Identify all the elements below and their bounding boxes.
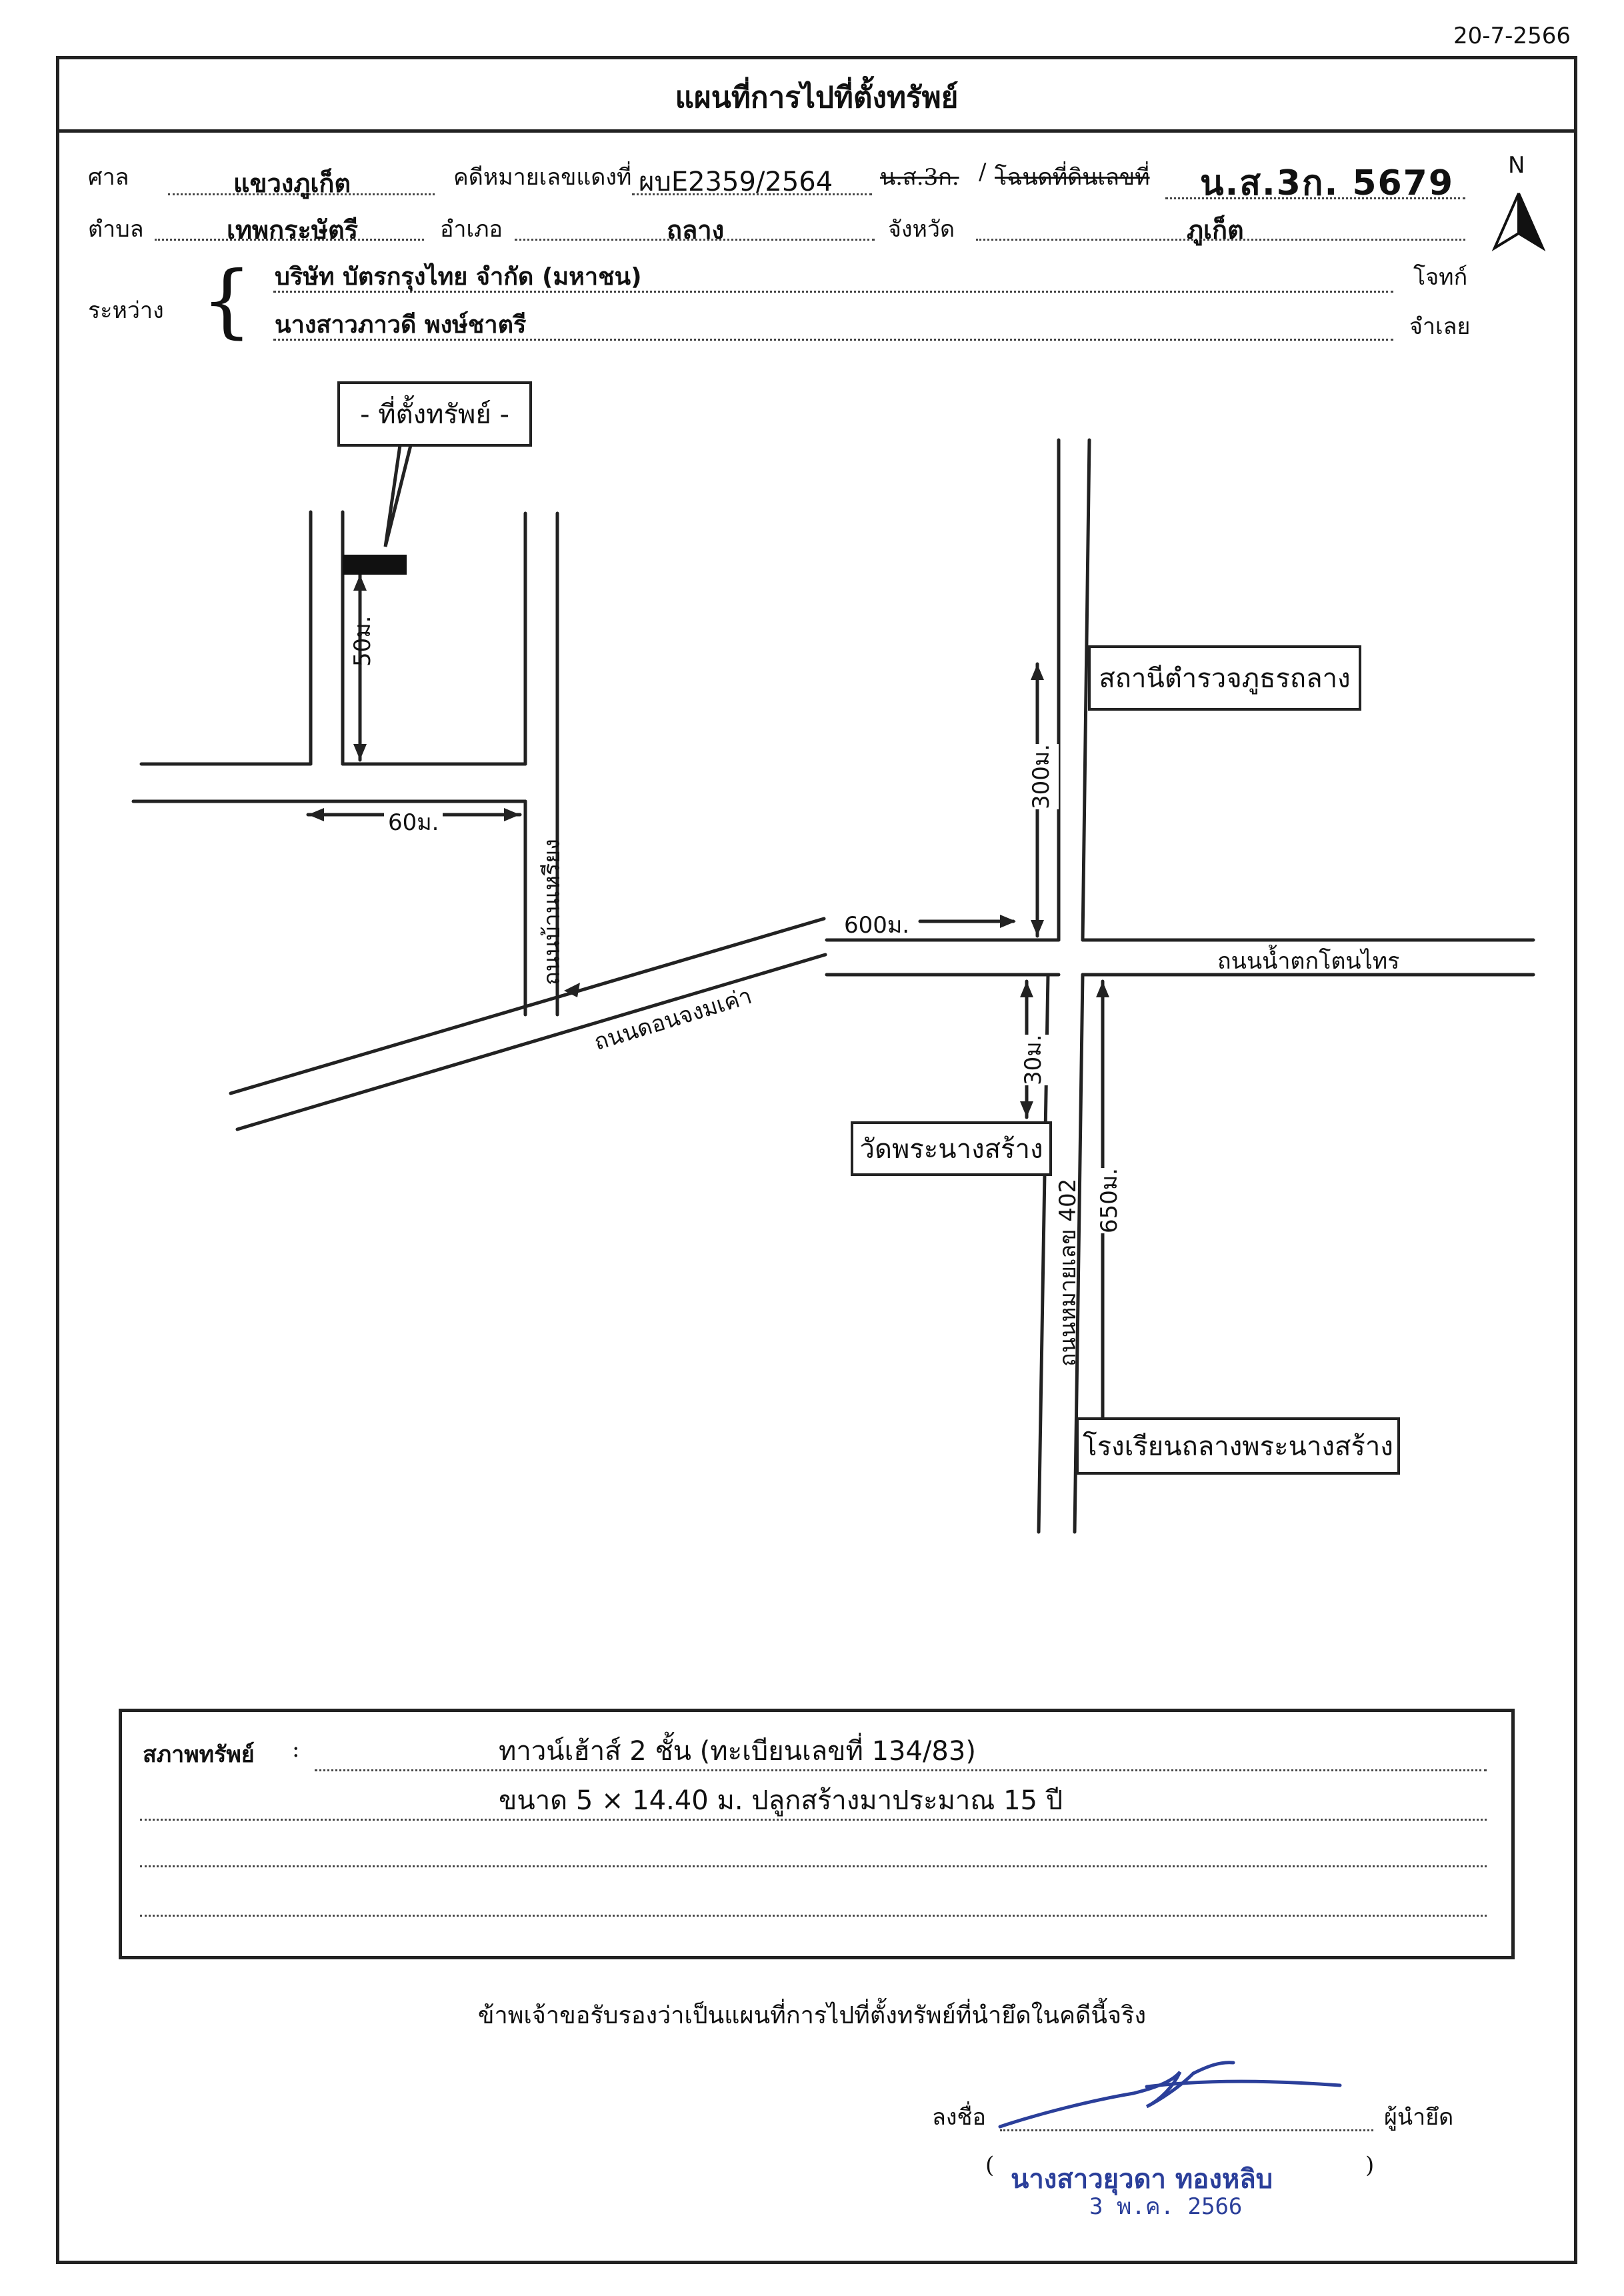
subdistrict-value: เทพกระษัตรี	[227, 215, 359, 245]
dist-60m-label: 60ม.	[384, 804, 443, 840]
doc-number-dotline	[1165, 197, 1465, 199]
doc-number: น.ส.3ก. 5679	[1200, 163, 1455, 203]
doc-type-struck-2: โฉนดที่ดินเลขที่	[995, 164, 1150, 191]
condition-label: สภาพทรัพย์	[143, 1741, 255, 1768]
doc-type-separator: /	[979, 159, 987, 185]
district-dotline	[515, 239, 875, 241]
document-date: 20-7-2566	[1453, 23, 1571, 49]
dist-600m-label: 600ม.	[844, 912, 910, 939]
stamp-date: 3 พ.ค. 2566	[1089, 2193, 1243, 2220]
subdistrict-label: ตำบล	[88, 216, 144, 243]
plaintiff-label: โจทก์	[1413, 264, 1468, 291]
property-condition-box	[119, 1709, 1515, 1959]
dist-300m-label: 300ม.	[1023, 743, 1059, 809]
doc-type-struck-1: น.ส.3ก.	[880, 164, 959, 191]
case-dotline	[632, 193, 872, 195]
police-station-box: สถานีตำรวจภูธรถลาง	[1088, 645, 1361, 711]
property-callout-box: - ที่ตั้งทรัพย์ -	[337, 381, 532, 447]
condition-dotline-2	[140, 1819, 1487, 1821]
court-value: แขวงภูเก็ต	[233, 169, 351, 198]
condition-dotline-1	[315, 1769, 1487, 1771]
road-right-label: ถนนน้ำตกโตนไทร	[1217, 948, 1400, 975]
defendant-dotline	[273, 339, 1393, 341]
road-ban-muang-label: ถนนบ้านเหรียง	[539, 839, 565, 985]
name-open-paren: (	[985, 2152, 995, 2179]
court-dotline	[168, 193, 435, 195]
case-label: คดีหมายเลขแดงที่	[453, 164, 632, 191]
subdistrict-dotline	[155, 239, 424, 241]
plaintiff-dotline	[273, 291, 1393, 293]
dist-650m-label: 650ม.	[1091, 1167, 1127, 1233]
condition-colon: :	[292, 1736, 300, 1763]
certification-text: ข้าพเจ้าขอรับรองว่าเป็นแผนที่การไปที่ตั้…	[477, 2002, 1147, 2029]
dist-30m-label: 30ม.	[1015, 1034, 1051, 1085]
defendant-label: จำเลย	[1409, 313, 1471, 340]
document-title: แผนที่การไปที่ตั้งทรัพย์	[675, 81, 959, 115]
dist-50m-label: 50ม.	[349, 615, 376, 667]
case-value: ผบE2359/2564	[639, 167, 833, 197]
north-label: N	[1508, 152, 1525, 179]
district-label: อำเภอ	[440, 216, 503, 243]
province-dotline	[976, 239, 1465, 241]
brace-icon: {	[201, 255, 253, 347]
signer-name: นางสาวยุวดา ทองหลิบ	[1011, 2164, 1273, 2195]
condition-line-2: ขนาด 5 × 14.40 ม. ปลูกสร้างมาประมาณ 15 ป…	[499, 1785, 1063, 1816]
condition-dotline-4	[140, 1915, 1487, 1917]
condition-line-1: ทาวน์เฮ้าส์ 2 ชั้น (ทะเบียนเลขที่ 134/83…	[499, 1736, 976, 1767]
district-value: ถลาง	[667, 215, 725, 245]
road-402-label: ถนนหมายเลข 402	[1055, 1178, 1081, 1367]
name-close-paren: )	[1365, 2152, 1375, 2179]
defendant-name: นางสาวภาวดี พงษ์ชาตรี	[275, 311, 527, 339]
sign-dotline	[1000, 2129, 1373, 2131]
school-box: โรงเรียนถลางพระนางสร้าง	[1076, 1417, 1400, 1475]
between-label: ระหว่าง	[88, 297, 164, 324]
plaintiff-name: บริษัท บัตรกรุงไทย จำกัด (มหาชน)	[275, 263, 642, 291]
condition-dotline-3	[140, 1865, 1487, 1867]
title-bar: แผนที่การไปที่ตั้งทรัพย์	[56, 56, 1577, 133]
role-label: ผู้นำยึด	[1384, 2104, 1454, 2131]
sign-label: ลงชื่อ	[932, 2104, 986, 2131]
temple-box: วัดพระนางสร้าง	[851, 1121, 1052, 1176]
court-label: ศาล	[88, 164, 129, 191]
province-value: ภูเก็ต	[1187, 215, 1244, 245]
province-label: จังหวัด	[888, 216, 955, 243]
